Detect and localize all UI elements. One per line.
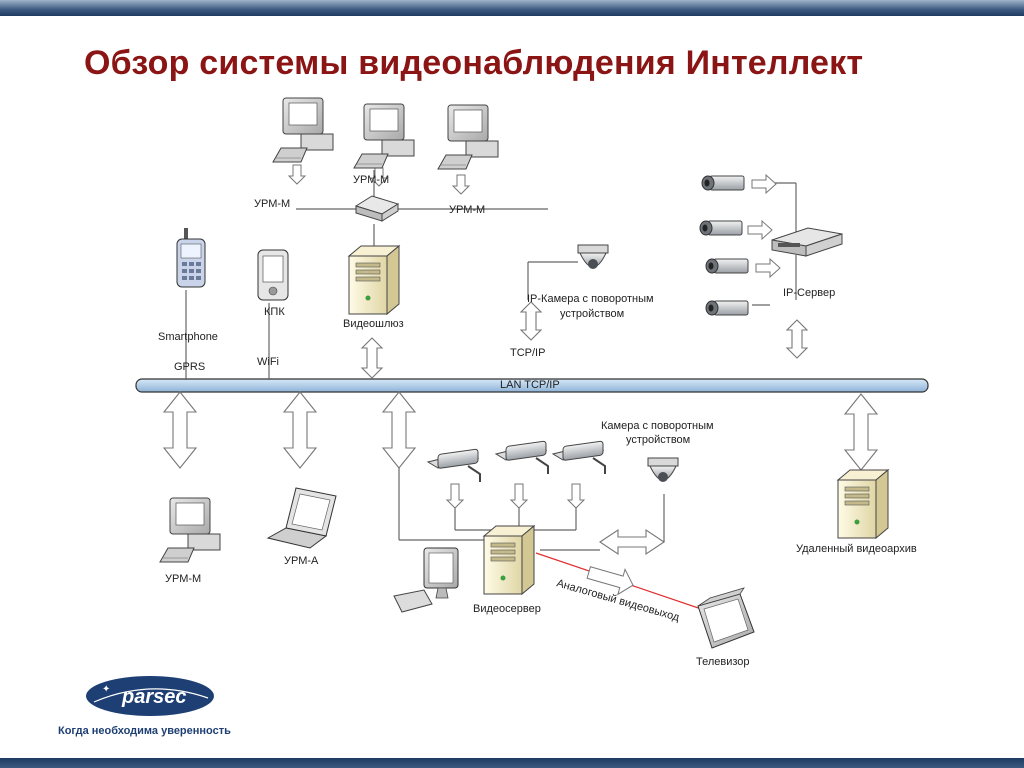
page-title: Обзор системы видеонаблюдения Интеллект <box>84 44 864 82</box>
ptz-camera-label-1: Камера с поворотным <box>601 420 714 432</box>
svg-text:✦: ✦ <box>102 684 110 695</box>
urm-a-label: УРМ-А <box>284 555 319 567</box>
camera-arrows <box>747 173 781 279</box>
parsec-logo: parsec ✦ <box>86 676 214 716</box>
analog-arrow <box>586 566 634 596</box>
smartphone-label: Smartphone <box>158 331 218 343</box>
ip-camera-label-2: устройством <box>560 308 624 320</box>
network-switch-icon <box>354 195 400 222</box>
remote-archive-icon <box>837 469 889 539</box>
ip-ptz-camera-icon <box>577 244 609 270</box>
ip-server-label: IP-Сервер <box>783 287 835 299</box>
top-connections <box>185 170 797 380</box>
urm-m-top-mid-label: УРМ-М <box>353 174 389 186</box>
ip-camera-2-icon <box>699 220 743 236</box>
analog-camera-2-icon <box>495 439 549 475</box>
double-arrows <box>162 301 879 556</box>
urm-m-top-left-label: УРМ-М <box>254 198 290 210</box>
workstation-top-left-icon <box>272 97 334 163</box>
videogateway-icon <box>348 245 400 315</box>
tv-icon <box>697 587 755 649</box>
ip-camera-label-line2: устройством <box>560 308 624 320</box>
wifi-label: WiFi <box>257 356 279 368</box>
bottom-small-arrows <box>445 483 586 509</box>
lan-bus: LAN TCP/IP <box>135 378 929 393</box>
gprs-label: GPRS <box>174 361 205 373</box>
ip-camera-label-line1: IP-Камера с поворотным <box>527 293 654 305</box>
logo-text: parsec <box>121 686 187 708</box>
workstation-top-right-icon <box>437 104 499 170</box>
laptop-icon <box>266 487 337 549</box>
urm-m-top-right-label: УРМ-М <box>449 204 485 216</box>
ptz-camera-label-line2: устройством <box>626 434 690 446</box>
smartphone-icon <box>176 228 206 288</box>
bottom-bar <box>0 758 1024 768</box>
tcp-ip-label: TCP/IP <box>510 347 545 359</box>
ptz-camera-label-line1: Камера с поворотным <box>601 420 714 432</box>
videoserver-icon <box>483 525 535 595</box>
urm-m-bottom-label: УРМ-М <box>165 573 201 585</box>
tagline: Когда необходима уверенность <box>58 725 231 737</box>
ip-camera-4-icon <box>705 300 749 316</box>
workstation-bottom-icon <box>159 497 221 563</box>
ip-camera-1-icon <box>701 175 745 191</box>
videoserver-monitor-icon <box>393 547 459 613</box>
lan-label: LAN TCP/IP <box>500 379 560 391</box>
ptz-camera-label-2: устройством <box>626 434 690 446</box>
ip-camera-3-icon <box>705 258 749 274</box>
small-arrows <box>287 164 471 195</box>
ptz-camera-icon <box>647 457 679 483</box>
analog-camera-1-icon <box>427 447 481 483</box>
tv-label: Телевизор <box>696 656 750 668</box>
analog-camera-3-icon <box>552 439 606 475</box>
kpk-label: КПК <box>264 306 285 318</box>
videoserver-label: Видеосервер <box>473 603 541 615</box>
ip-server-icon <box>771 227 843 257</box>
top-bar <box>0 0 1024 16</box>
videogateway-label: Видеошлюз <box>343 318 404 330</box>
workstation-top-mid-icon <box>353 103 415 169</box>
ip-camera-label-1: IP-Камера с поворотным <box>527 293 654 305</box>
remote-archive-label: Удаленный видеоархив <box>796 543 917 555</box>
pda-icon <box>257 249 289 301</box>
